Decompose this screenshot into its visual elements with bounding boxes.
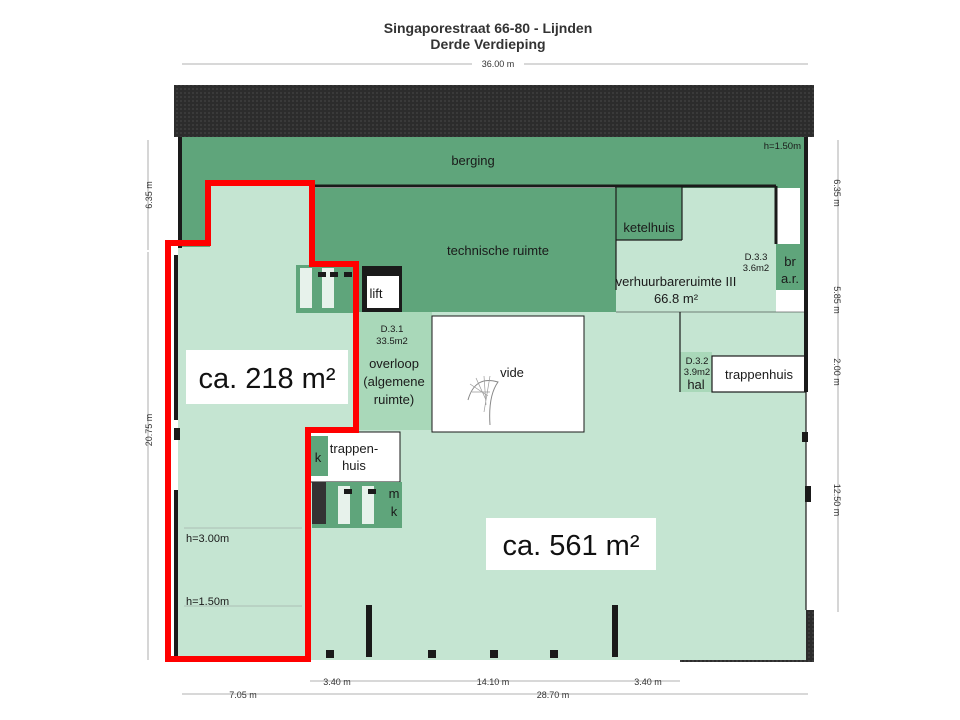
label-hal: hal <box>687 377 704 392</box>
walls <box>174 137 808 660</box>
room-verhuurbare-ruimte <box>616 240 776 312</box>
dimension-top-total: 36.00 m <box>482 59 515 69</box>
plan-subtitle: Derde Verdieping <box>430 36 545 52</box>
dimension-left-upper: 6.35 m <box>144 181 154 209</box>
columns <box>174 428 811 658</box>
label-d32-area: 3.9m2 <box>684 367 710 378</box>
label-k-2: k <box>391 504 398 519</box>
room-overloop <box>356 312 432 430</box>
label-d31-code: D.3.1 <box>381 324 404 335</box>
label-overloop: overloop <box>369 356 419 371</box>
label-verhuurbare-area: 66.8 m² <box>654 291 699 306</box>
label-m: m <box>389 486 400 501</box>
dimension-right-1: 6.35 m <box>832 179 842 207</box>
dimension-bottom-7-05: 7.05 m <box>229 690 257 700</box>
dimension-bottom-28-70: 28.70 m <box>537 690 570 700</box>
label-vide: vide <box>500 365 524 380</box>
label-ruimte: ruimte) <box>374 392 414 407</box>
roof-band-top <box>174 85 814 137</box>
room-br-ar <box>776 244 804 290</box>
dimension-left-main: 20.75 m <box>144 414 154 447</box>
label-ar: a.r. <box>781 271 799 286</box>
label-br: br <box>784 254 796 269</box>
label-d33-code: D.3.3 <box>745 252 768 263</box>
highlight-outline-218 <box>165 180 359 662</box>
dimension-bottom-3-40-left: 3.40 m <box>323 677 351 687</box>
dimension-bottom-14-10: 14.10 m <box>477 677 510 687</box>
dimension-right-2: 5.85 m <box>832 286 842 314</box>
label-height-150: h=1.50m <box>186 596 229 608</box>
room-toilets-lower <box>312 482 402 528</box>
dimension-right-4: 12.50 m <box>832 484 842 517</box>
area-box-218 <box>186 350 348 404</box>
label-ketelhuis: ketelhuis <box>623 220 675 235</box>
label-trappenhuis-mid-2: huis <box>342 458 366 473</box>
label-height-top: h=1.50m <box>764 141 801 152</box>
label-berging: berging <box>451 153 494 168</box>
label-height-300: h=3.00m <box>186 533 229 545</box>
plan-title: Singaporestraat 66-80 - Lijnden <box>384 20 593 36</box>
label-trappenhuis-mid-1: trappen- <box>330 441 378 456</box>
room-hal <box>680 352 712 392</box>
label-lift: lift <box>370 286 383 301</box>
room-berging <box>180 137 808 245</box>
area-label-218: ca. 218 m² <box>199 363 336 395</box>
vide-void <box>431 315 585 433</box>
area-box-561 <box>486 518 656 570</box>
room-ketelhuis <box>616 188 682 240</box>
label-d33-area: 3.6m2 <box>743 263 769 274</box>
label-d31-area: 33.5m2 <box>376 336 408 347</box>
area-label-561: ca. 561 m² <box>503 530 640 562</box>
room-technische-ruimte <box>310 188 616 312</box>
label-verhuurbare-ruimte: verhuurbareruimte III <box>616 274 737 289</box>
label-algemene: (algemene <box>363 374 424 389</box>
label-trappenhuis-right: trappenhuis <box>725 367 793 382</box>
dimension-right-3: 2.00 m <box>832 358 842 386</box>
label-k-1: k <box>315 450 322 465</box>
label-technische-ruimte: technische ruimte <box>447 243 549 258</box>
dimension-bottom-3-40-right: 3.40 m <box>634 677 662 687</box>
label-d32-code: D.3.2 <box>686 356 709 367</box>
